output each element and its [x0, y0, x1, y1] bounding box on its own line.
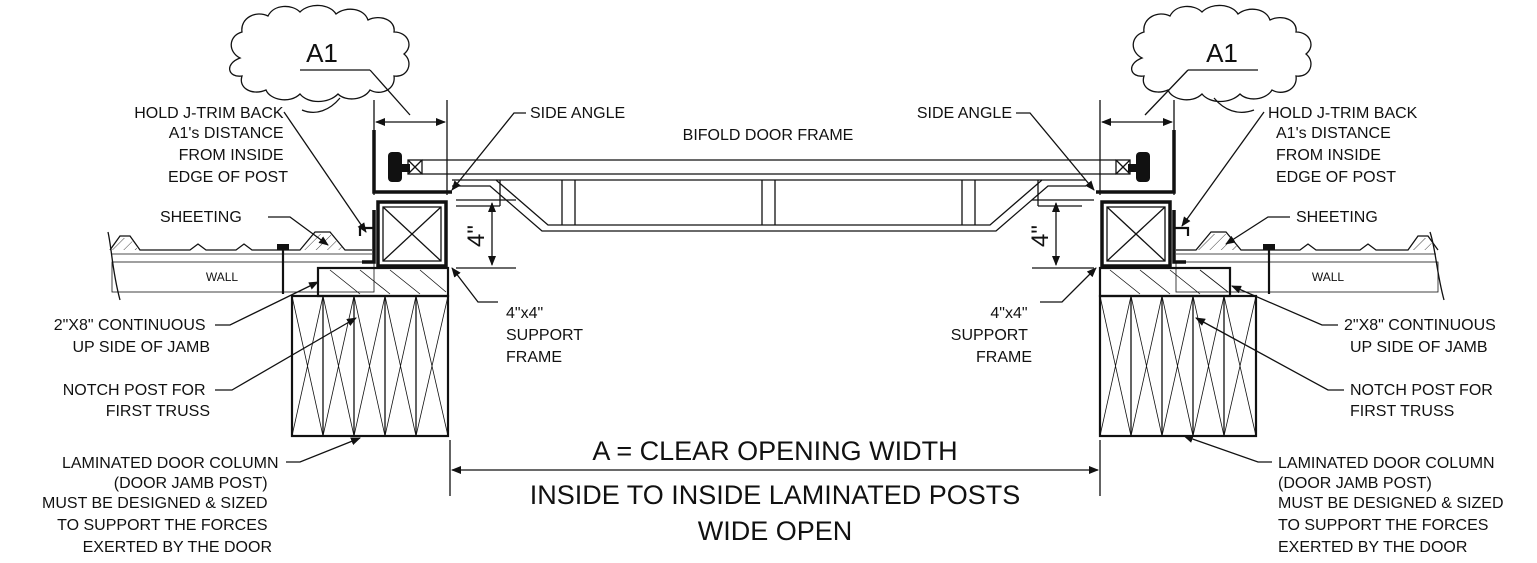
right-jamb-assembly: A1 HOLD J-TRIM BACK A1's DISTANCE FROM I… [917, 4, 1508, 556]
right-support-label: 4"x4" SUPPORT FRAME [951, 305, 1032, 366]
left-side-angle-shape [372, 130, 452, 194]
right-sheeting-label: SHEETING [1296, 209, 1378, 226]
left-hinge-hardware [388, 152, 402, 182]
right-cloud-leader [1213, 97, 1255, 113]
right-revision-cloud [1131, 4, 1312, 103]
frame-outer-chord [452, 179, 1086, 226]
inside-to-inside-label: INSIDE TO INSIDE LAMINATED POSTS [530, 480, 1021, 510]
left-notch-leader [215, 317, 357, 391]
right-continuous-label: 2"X8" CONTINUOUS UP SIDE OF JAMB [1344, 317, 1500, 356]
right-hinge-hardware [1136, 152, 1150, 182]
right-column-leader [1183, 435, 1272, 463]
clear-opening-label: A = CLEAR OPENING WIDTH [592, 436, 957, 466]
right-hold-jtrim-label: HOLD J-TRIM BACK A1's DISTANCE FROM INSI… [1268, 105, 1422, 186]
right-column-label: LAMINATED DOOR COLUMN (DOOR JAMB POST) M… [1278, 455, 1508, 556]
right-4x4-support [1100, 200, 1172, 268]
wide-open-label: WIDE OPEN [698, 516, 853, 546]
right-side-angle-shape [1096, 130, 1176, 194]
left-hold-jtrim-label: HOLD J-TRIM BACK A1's DISTANCE FROM INSI… [134, 105, 288, 186]
right-laminated-column [1098, 294, 1258, 438]
left-side-angle-label: SIDE ANGLE [530, 105, 625, 122]
left-wall-label: WALL [206, 270, 239, 284]
right-notch-label: NOTCH POST FOR FIRST TRUSS [1350, 382, 1497, 420]
left-laminated-column [290, 294, 450, 438]
left-a1-leader [369, 69, 411, 116]
right-wall-label: WALL [1312, 270, 1345, 284]
left-4x4-support [376, 200, 448, 268]
left-jamb-assembly: A1 HOLD J-TRIM BACK A1's DISTANCE FROM I… [42, 4, 625, 556]
right-notch-leader [1195, 317, 1344, 391]
right-side-angle-leader [1016, 112, 1095, 191]
right-wall [1175, 261, 1439, 293]
right-a1-leader [1144, 69, 1189, 116]
left-jtrim-leader [283, 111, 367, 233]
left-support-label: 4"x4" SUPPORT FRAME [506, 305, 587, 366]
left-4in-label: 4" [463, 225, 490, 247]
left-cloud-leader [301, 97, 341, 113]
left-column-label: LAMINATED DOOR COLUMN (DOOR JAMB POST) M… [42, 455, 283, 556]
left-continuous-label: 2"X8" CONTINUOUS UP SIDE OF JAMB [54, 317, 210, 356]
left-notch-label: NOTCH POST FOR FIRST TRUSS [63, 382, 210, 420]
bifold-door-frame: BIFOLD DOOR FRAME A = CLEAR OPENING WIDT… [388, 127, 1150, 546]
left-wall [111, 261, 375, 293]
left-a1-tag: A1 [306, 38, 338, 68]
right-support-leader [1040, 267, 1097, 303]
right-4in-label: 4" [1027, 225, 1054, 247]
left-revision-cloud [229, 4, 410, 103]
left-sheeting-label: SHEETING [160, 209, 242, 226]
right-jtrim-leader [1181, 111, 1265, 227]
right-wall-break [1429, 231, 1445, 301]
right-a1-tag: A1 [1206, 38, 1238, 68]
right-side-angle-label: SIDE ANGLE [917, 105, 1012, 122]
left-continuous-leader [215, 281, 319, 326]
right-sheeting-profile [1176, 231, 1439, 251]
right-sheeting-leader [1225, 216, 1290, 245]
left-sheeting-profile [109, 231, 372, 251]
left-side-angle-leader [451, 112, 526, 191]
left-support-leader [451, 267, 498, 303]
left-column-leader [286, 437, 361, 463]
right-continuous-leader [1231, 285, 1338, 326]
frame-title: BIFOLD DOOR FRAME [683, 127, 854, 144]
